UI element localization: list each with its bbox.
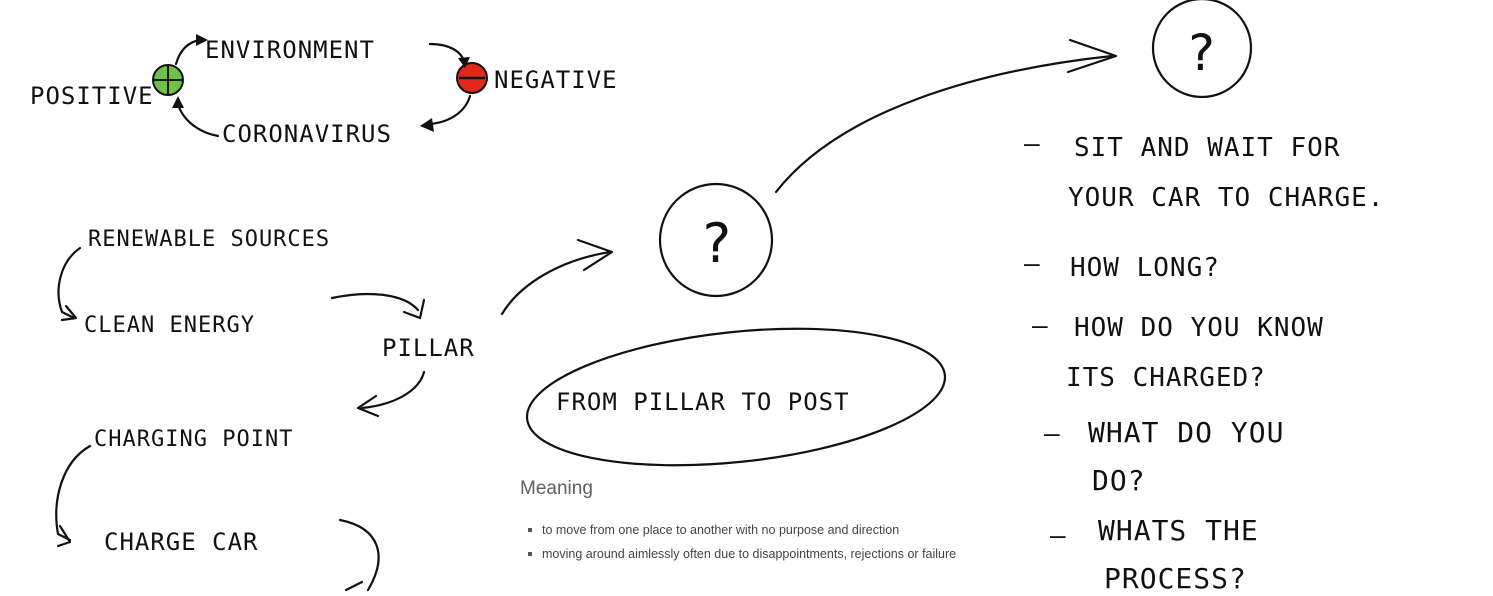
arrow-pillar-to-charging (360, 370, 426, 410)
arrow-pillar-to-question (500, 250, 612, 316)
negative-minus-icon (456, 62, 488, 94)
coronavirus-label: CORONAVIRUS (222, 120, 392, 148)
arrowhead-icon (56, 524, 72, 548)
question-5-line-2: PROCESS? (1104, 562, 1247, 595)
question-dash: – (1050, 521, 1067, 551)
arrowhead-icon (420, 118, 434, 132)
arrow-environment-to-negative (428, 42, 466, 64)
question-4-line-1: WHAT DO YOU (1088, 416, 1284, 449)
arrow-question-to-question (774, 54, 1114, 194)
question-4-line-2: DO? (1092, 464, 1146, 497)
question-2-line-1: HOW LONG? (1070, 253, 1220, 283)
arrowhead-icon (356, 394, 380, 418)
arrowhead-icon (196, 34, 208, 46)
arrowhead-icon (172, 96, 184, 108)
question-5-line-1: WHATS THE (1098, 514, 1259, 547)
charging-point-label: CHARGING POINT (94, 427, 293, 452)
arrow-renewable-to-clean (57, 246, 82, 320)
environment-label: ENVIRONMENT (205, 36, 375, 64)
clean-energy-label: CLEAN ENERGY (84, 313, 255, 338)
question-3-line-1: HOW DO YOU KNOW (1074, 313, 1324, 343)
pillar-label: PILLAR (382, 334, 475, 362)
negative-label: NEGATIVE (494, 66, 618, 94)
oval-label: FROM PILLAR TO POST (556, 388, 850, 416)
question-dash: – (1024, 129, 1041, 159)
question-3-line-2: ITS CHARGED? (1066, 363, 1266, 393)
question-circle-center: ? (658, 182, 774, 298)
question-dash: – (1032, 311, 1049, 341)
meaning-heading: Meaning (520, 478, 593, 499)
question-1-line-1: SIT AND WAIT FOR (1074, 133, 1340, 163)
arrowhead-icon (576, 238, 614, 272)
positive-label: POSITIVE (30, 82, 154, 110)
arrow-clean-to-pillar (330, 292, 420, 312)
meaning-list: to move from one place to another with n… (520, 518, 990, 566)
charge-car-label: CHARGE CAR (104, 528, 259, 556)
positive-plus-icon (152, 64, 184, 96)
arrow-coronavirus-to-positive (176, 102, 220, 138)
arrowhead-icon (60, 304, 78, 322)
arrow-charge-car-continue (338, 518, 380, 592)
arrow-negative-to-coronavirus (428, 94, 472, 126)
question-list: – SIT AND WAIT FOR YOUR CAR TO CHARGE. –… (1024, 129, 1384, 595)
question-1-line-2: YOUR CAR TO CHARGE. (1068, 183, 1384, 213)
question-dash: – (1044, 419, 1061, 449)
arrow-charging-to-charge-car (55, 444, 92, 542)
arrowhead-icon (1066, 38, 1118, 74)
from-pillar-to-post-oval: FROM PILLAR TO POST (525, 327, 947, 467)
question-dash: – (1024, 249, 1041, 279)
question-mark-right: ? (1186, 24, 1217, 82)
meaning-section: Meaning to move from one place to anothe… (520, 478, 990, 566)
arrowhead-icon (402, 298, 426, 320)
question-circle-right: ? (1151, 0, 1253, 99)
arrowhead-icon (458, 57, 470, 68)
meaning-item: moving around aimlessly often due to dis… (528, 542, 990, 566)
arrow-tail (344, 580, 364, 592)
meaning-item: to move from one place to another with n… (528, 518, 990, 542)
renewable-sources-label: RENEWABLE SOURCES (88, 227, 330, 252)
meaning-item-text: moving around aimlessly often due to dis… (542, 547, 957, 561)
question-mark-center: ? (700, 212, 734, 275)
meaning-item-text: to move from one place to another with n… (542, 523, 900, 537)
